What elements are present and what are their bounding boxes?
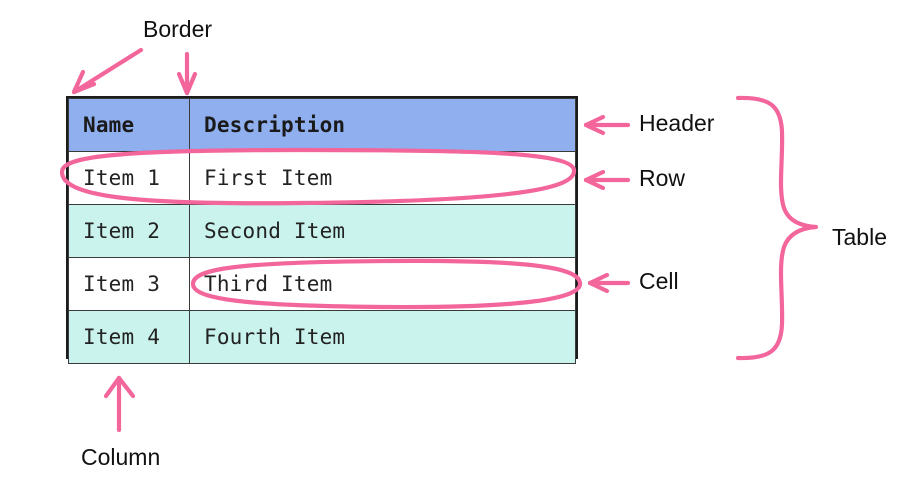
cell-name: Item 3 (68, 257, 190, 311)
cell-name: Item 4 (68, 310, 190, 364)
table-row: Item 2 Second Item (68, 204, 576, 258)
table-row: Item 4 Fourth Item (68, 310, 576, 364)
header-left-arrow-icon (583, 114, 631, 136)
cell-description: First Item (189, 151, 576, 205)
column-header-name: Name (68, 98, 190, 152)
border-diagonal-arrow-icon (71, 47, 144, 95)
table-row: Item 1 First Item (68, 151, 576, 205)
cell-left-arrow-icon (587, 272, 631, 294)
column-header-description: Description (189, 98, 576, 152)
annotation-label-column: Column (81, 444, 161, 470)
cell-description: Third Item (189, 257, 576, 311)
cell-description: Second Item (189, 204, 576, 258)
column-up-arrow-icon (103, 375, 136, 433)
table-header: Name Description (68, 98, 576, 152)
table-body: Item 1 First Item Item 2 Second Item Ite… (68, 151, 576, 364)
html-table: Name Description Item 1 First Item Item … (66, 96, 578, 364)
row-left-arrow-icon (583, 169, 631, 191)
border-vertical-arrow-icon (176, 51, 198, 96)
table-curly-brace-icon (735, 95, 819, 361)
cell-name: Item 1 (68, 151, 190, 205)
annotation-label-row: Row (639, 165, 686, 191)
cell-name: Item 2 (68, 204, 190, 258)
annotation-label-cell: Cell (639, 268, 679, 294)
annotation-label-border: Border (143, 16, 213, 42)
header-row: Name Description (68, 98, 576, 152)
cell-description: Fourth Item (189, 310, 576, 364)
annotation-label-header: Header (639, 110, 715, 136)
annotation-label-table: Table (832, 224, 887, 250)
table-element: Name Description Item 1 First Item Item … (68, 98, 576, 364)
table-row: Item 3 Third Item (68, 257, 576, 311)
